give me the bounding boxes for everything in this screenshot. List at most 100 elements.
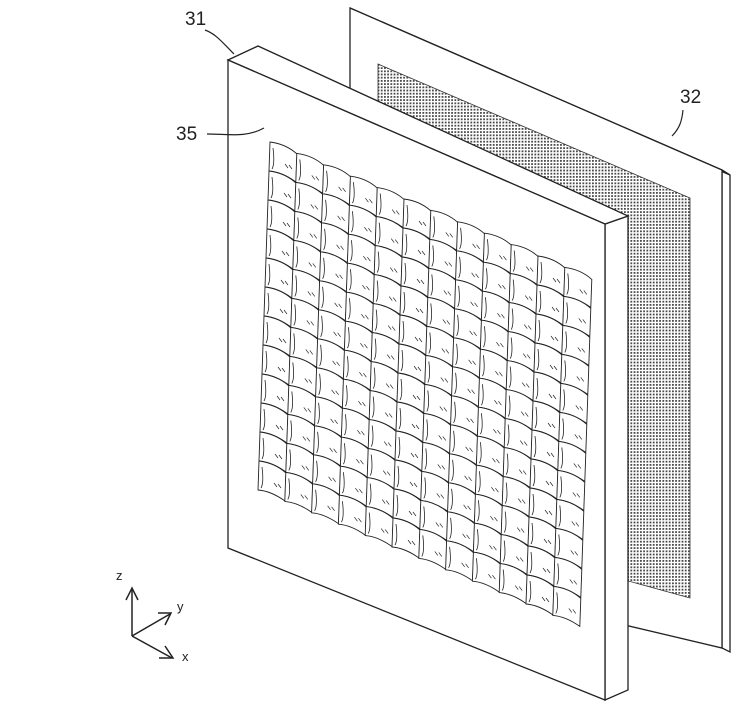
- lens-shading: [518, 469, 527, 475]
- lens-shading: [383, 441, 392, 447]
- lens-shading: [279, 308, 288, 315]
- lens-curve: [479, 442, 482, 464]
- lens-shading: [514, 585, 523, 591]
- lens-curve: [421, 535, 424, 557]
- lens-shading: [281, 250, 290, 257]
- lens-curve: [378, 193, 382, 215]
- lens-curve: [531, 493, 535, 516]
- lens-shading: [300, 494, 309, 500]
- lens-shading: [468, 359, 476, 366]
- lens-shading: [488, 573, 496, 580]
- lens-curve: [377, 222, 381, 244]
- lens-shading: [359, 371, 367, 378]
- lens-curve: [535, 377, 539, 400]
- lens-shading: [309, 233, 318, 239]
- lens-curve: [371, 396, 375, 418]
- lens-shading: [384, 412, 393, 418]
- lens-shading: [280, 279, 289, 286]
- lens-curve: [428, 332, 431, 354]
- lens-shading: [331, 389, 339, 396]
- lens-curve: [324, 199, 327, 222]
- lens-shading: [547, 422, 556, 429]
- lens-shading: [522, 353, 531, 359]
- lens-curve: [430, 274, 433, 296]
- lens-curve: [322, 257, 325, 280]
- lens-shading: [410, 452, 419, 459]
- lens-curve: [350, 240, 353, 262]
- lens-shading: [495, 370, 503, 377]
- lens-shading: [389, 267, 398, 273]
- lens-curve: [341, 501, 344, 523]
- lens-shading: [336, 244, 344, 251]
- lens-shading: [544, 509, 553, 516]
- lens-shading: [434, 551, 443, 557]
- lens-curve: [510, 308, 514, 330]
- leader-31: [204, 29, 235, 55]
- lens-shading: [517, 498, 526, 504]
- lens-shading: [301, 465, 310, 471]
- lens-shading: [496, 341, 504, 348]
- lens-shading: [523, 324, 532, 330]
- lens-curve: [319, 344, 322, 367]
- lens-shading: [524, 295, 533, 301]
- lens-curve: [287, 478, 290, 500]
- leader-32: [671, 109, 684, 137]
- lens-curve: [400, 349, 404, 372]
- lens-shading: [435, 522, 444, 528]
- lens-curve: [508, 366, 512, 388]
- lens-curve: [505, 453, 509, 475]
- lens-shading: [577, 347, 586, 353]
- lens-shading: [498, 283, 506, 290]
- x-axis-label: x: [182, 649, 189, 664]
- lens-shading: [277, 366, 286, 373]
- lens-shading: [568, 608, 577, 614]
- lens-shading: [463, 504, 471, 511]
- lens-curve: [260, 466, 264, 489]
- lens-curve: [291, 362, 294, 384]
- lens-shading: [363, 255, 371, 262]
- lens-curve: [560, 447, 563, 469]
- lens-shading: [490, 515, 498, 522]
- lens-shading: [462, 533, 470, 540]
- lens-curve: [399, 378, 403, 401]
- lens-shading: [445, 232, 454, 238]
- lens-shading: [519, 440, 528, 446]
- lens-curve: [320, 315, 323, 338]
- lens-shading: [551, 306, 560, 313]
- lens-curve: [262, 408, 266, 431]
- lens-shading: [364, 226, 372, 233]
- lens-curve: [555, 592, 558, 614]
- lens-shading: [276, 395, 285, 402]
- lens-shading: [408, 510, 417, 517]
- lens-shading: [360, 342, 368, 349]
- lens-shading: [550, 335, 559, 342]
- lens-shading: [569, 579, 578, 585]
- lens-shading: [472, 243, 480, 250]
- lens-curve: [271, 147, 275, 170]
- lens-shading: [469, 330, 477, 337]
- lens-curve: [397, 436, 401, 459]
- lens-curve: [395, 494, 399, 517]
- lens-shading: [516, 527, 525, 533]
- lens-curve: [565, 302, 568, 324]
- lens-curve: [315, 460, 318, 483]
- lens-curve: [502, 540, 506, 562]
- lens-curve: [538, 290, 542, 313]
- lens-curve: [342, 472, 345, 494]
- lens-curve: [317, 402, 320, 425]
- x-axis-line: [131, 635, 173, 659]
- lens-shading: [493, 428, 501, 435]
- lens-shading: [356, 458, 364, 465]
- lens-shading: [310, 204, 319, 210]
- lens-curve: [427, 361, 430, 383]
- lens-curve: [261, 437, 265, 460]
- lens-curve: [376, 251, 380, 273]
- lens-curve: [351, 211, 354, 233]
- label-35: 35: [176, 124, 197, 145]
- lens-shading: [543, 538, 552, 545]
- lens-shading: [386, 354, 395, 360]
- lens-shading: [335, 273, 343, 280]
- lens-curve: [265, 321, 269, 344]
- lens-curve: [270, 176, 274, 199]
